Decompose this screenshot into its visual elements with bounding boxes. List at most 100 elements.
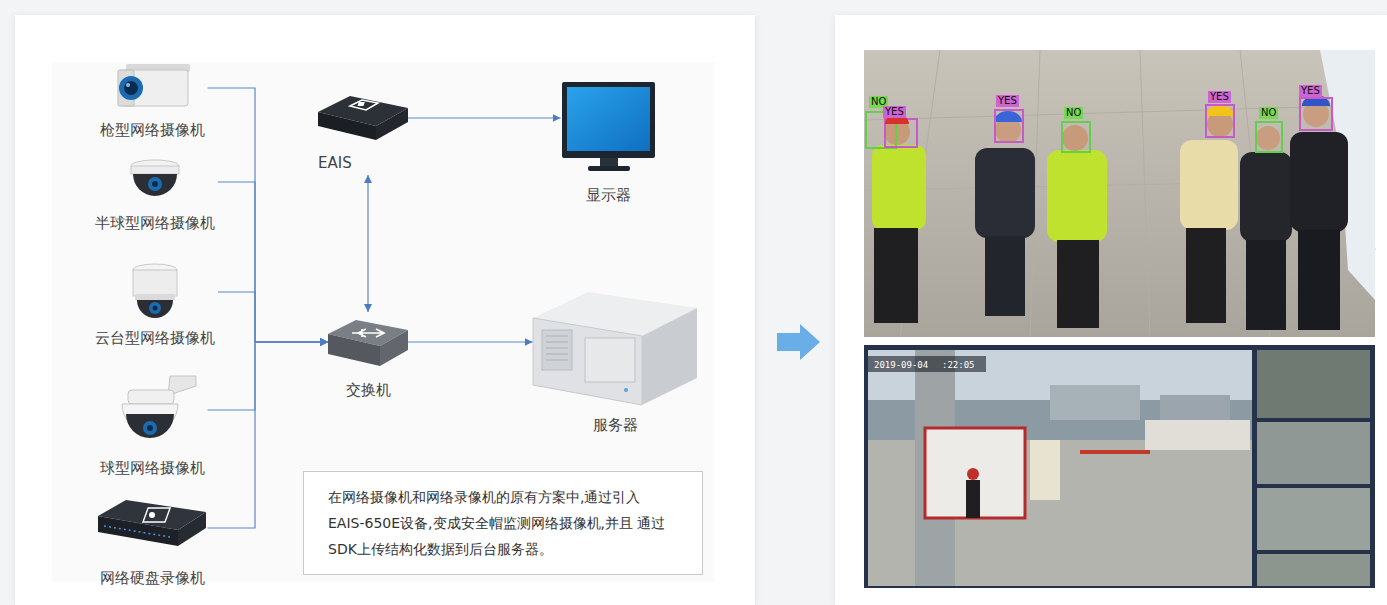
server-icon-part <box>546 354 568 355</box>
helmet-detection-photo-part <box>1206 105 1234 116</box>
helmet-detection-photo-part <box>1300 98 1332 130</box>
helmet-detection-photo-part <box>1240 152 1292 242</box>
connector <box>408 341 533 342</box>
ptz-camera-icon <box>133 264 177 318</box>
device-node: 枪型网络摄像机 <box>97 60 208 140</box>
switch-icon-part <box>328 334 380 366</box>
connector <box>218 292 328 342</box>
bullet-camera-icon-part <box>126 83 130 87</box>
nvr-icon-part <box>143 508 170 522</box>
site-gate-photo-part <box>1257 554 1370 586</box>
eais-device-icon-part <box>376 108 408 140</box>
nvr-icon <box>98 500 206 546</box>
device-label: 交换机 <box>328 380 408 400</box>
helmet-detection-photo-part <box>1290 132 1348 232</box>
cards-part <box>15 15 755 605</box>
server-icon-part <box>533 318 642 405</box>
helmet-detection-photo-part <box>1246 240 1286 330</box>
helmet-detection-photo-part <box>872 145 926 230</box>
device-node: 交换机 <box>328 312 408 400</box>
eais-device-icon-part <box>357 102 364 106</box>
site-gate-photo-part <box>868 356 986 372</box>
device-label: 枪型网络摄像机 <box>97 120 208 140</box>
monitor-icon-part <box>562 82 655 158</box>
device-node: 服务器 <box>533 290 698 435</box>
eais-device-icon-part <box>318 112 376 140</box>
device-node: 云台型网络摄像机 <box>92 262 218 348</box>
device-node: 显示器 <box>561 80 656 205</box>
helmet-detection-photo-part <box>1186 228 1226 323</box>
ptz-camera-icon-part <box>153 306 158 311</box>
flow-arrow-part <box>777 324 820 360</box>
monitor-icon-part <box>600 158 618 166</box>
helmet-detection-photo-part <box>1062 122 1090 152</box>
speed-dome-icon-part <box>147 425 153 431</box>
site-gate-photo-part <box>1257 422 1370 484</box>
switch-icon-part <box>380 330 408 366</box>
device-label: 半球型网络摄像机 <box>92 213 218 233</box>
connector <box>208 88 329 342</box>
server-icon <box>533 292 697 405</box>
site-gate-photo-part <box>1030 440 1060 500</box>
bullet-camera-icon-part <box>124 81 138 95</box>
connector <box>208 342 329 410</box>
connector <box>367 175 368 312</box>
device-node: 网络硬盘录像机 <box>97 498 208 588</box>
helmet-detection-photo-part <box>864 50 1375 337</box>
site-gate-photo-part <box>1145 420 1250 450</box>
device-label: 球型网络摄像机 <box>97 458 208 478</box>
server-icon-part <box>542 330 572 370</box>
site-gate-photo-part <box>966 480 980 518</box>
dome-camera-icon-part <box>133 174 177 196</box>
speed-dome-icon-part <box>126 414 174 438</box>
helmet-detection-photo-part <box>874 228 918 323</box>
eais-device-icon <box>318 96 408 140</box>
timestamp: :22:05 <box>940 360 977 371</box>
helmet-detection-photo-part <box>864 50 1375 337</box>
helmet-detection-photo-part <box>1057 240 1099 328</box>
ptz-camera-icon-part <box>137 300 173 318</box>
helmet-detection-photo-part <box>1298 230 1340 330</box>
cards <box>15 15 1387 605</box>
detection-tag: YES <box>996 95 1019 107</box>
nvr-icon-part <box>149 512 155 518</box>
device-node: EAIS <box>318 88 408 173</box>
dome-camera-icon <box>131 160 179 196</box>
helmet-detection-photo-part <box>975 148 1035 238</box>
site-gate-photo-part <box>925 428 1025 518</box>
helmet-detection-photo-part <box>985 236 1025 316</box>
nvr-icon-part <box>178 512 206 546</box>
helmet-detection-photo-part <box>995 110 1023 142</box>
speed-dome-icon <box>122 376 196 438</box>
ptz-camera-icon-part <box>133 270 177 296</box>
helmet-detection-photo-part <box>994 111 1022 122</box>
monitor-icon-part <box>567 87 650 151</box>
server-icon-part <box>546 342 568 343</box>
speed-dome-icon-part <box>143 421 157 435</box>
device-node: 球型网络摄像机 <box>97 372 208 478</box>
detection-tag: NO <box>1259 107 1278 119</box>
dome-camera-icon-part <box>152 181 158 187</box>
cards-part <box>52 62 714 582</box>
speed-dome-icon-part <box>128 390 174 404</box>
note-text: 在网络摄像机和网络录像机的原有方案中,通过引入 EAIS-650E设备,变成安全… <box>328 484 678 562</box>
site-gate-photo-part <box>1050 385 1140 420</box>
helmet-detection-photo-part <box>1256 126 1280 150</box>
helmet-detection-photo-part <box>1206 105 1234 137</box>
detection-tag: YES <box>1299 85 1322 97</box>
dome-camera-icon-part <box>131 166 179 174</box>
ptz-camera-icon-part <box>149 302 161 314</box>
server-icon-part <box>546 348 568 349</box>
bullet-camera-icon <box>118 64 190 106</box>
site-gate-photo-part <box>864 345 1375 588</box>
device-label: EAIS <box>318 153 408 173</box>
device-label: 显示器 <box>561 185 656 205</box>
flow-arrow <box>777 324 820 360</box>
device-label: 网络硬盘录像机 <box>97 568 208 588</box>
connector <box>408 117 561 118</box>
server-icon-part <box>624 388 628 392</box>
site-gate-photo-part <box>1257 488 1370 550</box>
detection-tag: NO <box>1064 107 1083 119</box>
